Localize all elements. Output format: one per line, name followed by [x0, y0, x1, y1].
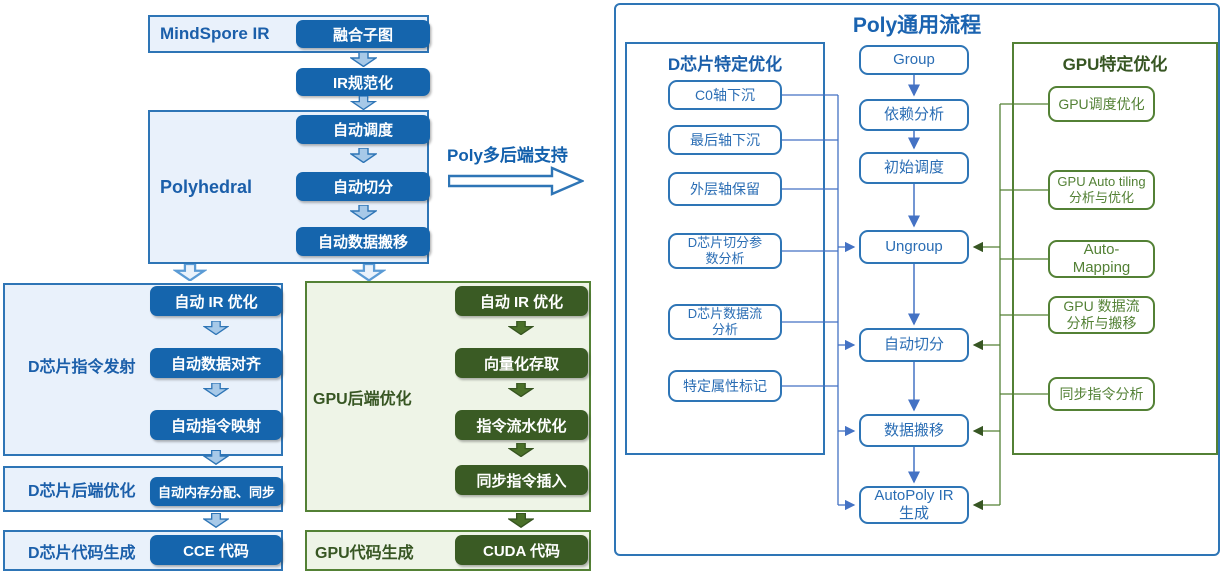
polyhedral-label: Polyhedral [160, 176, 253, 197]
flow-init-schedule-box: 初始调度 [859, 152, 969, 184]
d-opt-item: 特定属性标记 [668, 370, 782, 402]
cuda-code-box: CUDA 代码 [455, 535, 588, 565]
gpu-opt-header: GPU特定优化 [1062, 55, 1168, 74]
mindspore-label: MindSpore IR [160, 24, 270, 43]
down-arrow-icon [508, 443, 534, 457]
down-arrow-icon [203, 321, 229, 335]
flow-group-box: Group [859, 45, 969, 75]
gpu-opt-item: GPU Auto tiling 分析与优化 [1048, 170, 1155, 210]
down-arrow-icon [203, 450, 229, 465]
poly-multi-backend-label: Poly多后端支持 [447, 146, 568, 165]
down-arrow-icon [350, 52, 377, 67]
d-backend-label: D芯片后端优化 [28, 483, 136, 500]
down-arrow-icon [350, 96, 377, 110]
gpu-opt-item: GPU 数据流 分析与搬移 [1048, 296, 1155, 334]
flow-auto-tiling-box: 自动切分 [859, 328, 969, 362]
d-dispatch-label: D芯片指令发射 [28, 359, 136, 376]
fusion-subgraph-box: 融合子图 [296, 20, 430, 48]
auto-instr-map-box: 自动指令映射 [150, 410, 282, 440]
auto-schedule-box: 自动调度 [296, 115, 430, 144]
down-arrow-icon [508, 513, 534, 528]
down-arrow-icon [203, 383, 229, 397]
flow-autopoly-box: AutoPoly IR 生成 [859, 486, 969, 524]
down-arrow-icon [350, 148, 377, 163]
d-opt-item: C0轴下沉 [668, 80, 782, 110]
d-opt-item: 外层轴保留 [668, 172, 782, 206]
gpu-opt-item: 同步指令分析 [1048, 377, 1155, 411]
down-arrow-icon [203, 513, 229, 528]
right-arrow-icon [448, 166, 584, 196]
down-arrow-icon [352, 264, 386, 281]
sync-instr-insert-box: 同步指令插入 [455, 465, 588, 495]
gpu-opt-item: GPU调度优化 [1048, 86, 1155, 122]
auto-ir-opt-box: 自动 IR 优化 [150, 286, 282, 316]
poly-flow-title: Poly通用流程 [852, 14, 982, 37]
auto-tiling-box: 自动切分 [296, 172, 430, 201]
gpu-codegen-label: GPU代码生成 [315, 544, 414, 562]
d-opt-header: D芯片特定优化 [667, 55, 783, 74]
gpu-backend-label: GPU后端优化 [313, 391, 412, 408]
down-arrow-icon [508, 383, 534, 397]
instr-pipeline-opt-box: 指令流水优化 [455, 410, 588, 440]
gpu-auto-ir-opt-box: 自动 IR 优化 [455, 286, 588, 316]
flow-ungroup-box: Ungroup [859, 230, 969, 264]
cce-code-box: CCE 代码 [150, 535, 282, 565]
ir-normalize-box: IR规范化 [296, 68, 430, 96]
down-arrow-icon [173, 264, 207, 281]
down-arrow-icon [508, 321, 534, 335]
down-arrow-icon [350, 205, 377, 220]
auto-mem-sync-box: 自动内存分配、同步 [150, 477, 283, 506]
auto-data-align-box: 自动数据对齐 [150, 348, 282, 378]
d-opt-item: D芯片数据流 分析 [668, 304, 782, 340]
gpu-opt-item: Auto- Mapping [1048, 240, 1155, 278]
flow-dependency-box: 依赖分析 [859, 99, 969, 131]
d-opt-item: D芯片切分参 数分析 [668, 233, 782, 269]
flow-data-move-box: 数据搬移 [859, 414, 969, 447]
d-opt-item: 最后轴下沉 [668, 125, 782, 155]
vectorize-access-box: 向量化存取 [455, 348, 588, 378]
auto-data-move-box: 自动数据搬移 [296, 227, 430, 256]
d-codegen-label: D芯片代码生成 [28, 544, 136, 562]
